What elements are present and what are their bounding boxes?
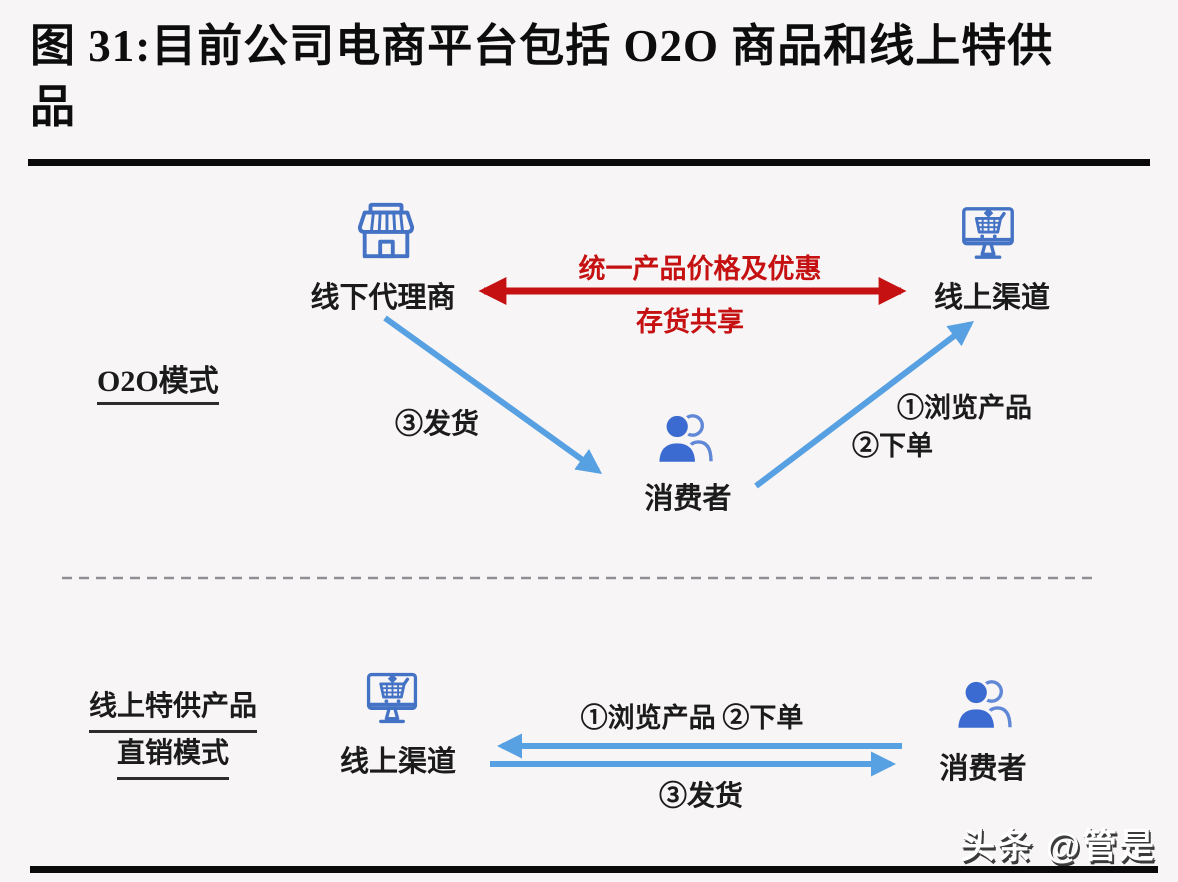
online-channel-label-o2o: 线上渠道	[933, 282, 1050, 314]
figure-title: 图 31:目前公司电商平台包括 O2O 商品和线上特供 品	[30, 16, 1160, 138]
online-channel-label-direct: 线上渠道	[339, 746, 456, 778]
red-arrow-caption-top: 统一产品价格及优惠	[578, 254, 822, 284]
figure-title-line1: 图 31:目前公司电商平台包括 O2O 商品和线上特供	[30, 21, 1054, 71]
monitor-cart-icon	[366, 672, 418, 724]
offline-agent-label: 线下代理商	[310, 282, 456, 314]
o2o-step-browse-label: ①浏览产品	[897, 393, 1032, 423]
o2o-step-ship-label: ③发货	[395, 409, 480, 440]
direct-step-browse-order-label: ①浏览产品 ②下单	[580, 703, 804, 733]
bottom-divider	[30, 866, 1158, 873]
direct-section-label: 线上特供产品 直销模式	[58, 686, 288, 780]
consumer-label-o2o: 消费者	[644, 483, 732, 515]
monitor-cart-icon	[962, 207, 1014, 259]
person-icon	[955, 678, 1012, 731]
figure-title-line2: 品	[30, 82, 77, 132]
o2o-section-label: O2O模式	[97, 356, 219, 405]
direct-section-label-line2: 直销模式	[116, 733, 229, 780]
o2o-ship-arrow	[383, 315, 603, 474]
person-icon	[656, 412, 713, 465]
red-arrow-caption-bottom: 存货共享	[636, 307, 744, 337]
o2o-section-label-text: O2O模式	[97, 356, 219, 405]
title-divider	[28, 159, 1150, 166]
consumer-label-direct: 消费者	[939, 753, 1027, 785]
direct-section-label-line1: 线上特供产品	[88, 686, 257, 733]
o2o-step-order-label: ②下单	[852, 431, 933, 461]
watermark-toutiao: 头条 @管是	[960, 827, 1156, 866]
storefront-icon	[357, 202, 415, 259]
direct-step-ship-label: ③发货	[658, 781, 743, 812]
